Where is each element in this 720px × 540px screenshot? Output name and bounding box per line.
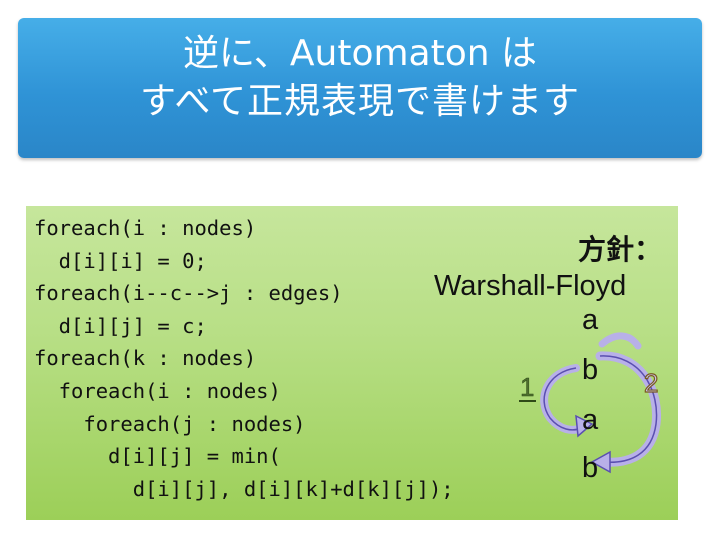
- code-line: d[i][j] = c;: [34, 313, 207, 338]
- code-block: foreach(i : nodes) d[i][i] = 0; foreach(i…: [34, 212, 454, 505]
- curved-arrow-inner: [540, 364, 586, 434]
- step-number-2: 2: [644, 368, 658, 398]
- node-label-b-top: b: [582, 354, 599, 386]
- content-panel: foreach(i : nodes) d[i][i] = 0; foreach(i…: [26, 206, 678, 520]
- node-label-b-bottom: b: [582, 452, 599, 484]
- title-band: 逆に、Automaton は すべて正規表現で書けます: [18, 18, 702, 158]
- curved-arrow-top: [598, 332, 642, 350]
- policy-label: 方針：: [578, 233, 663, 266]
- code-line: foreach(i : nodes): [34, 216, 257, 240]
- code-line: d[i][j] = min(: [34, 444, 281, 469]
- code-line: foreach(i--c-->j : edges): [34, 281, 343, 306]
- slide-title-line-1: 逆に、Automaton は: [182, 33, 538, 74]
- method-label: Warshall-Floyd: [434, 270, 627, 302]
- code-line: d[i][i] = 0;: [34, 248, 207, 273]
- curved-arrow-outer: [595, 351, 662, 467]
- code-line: foreach(i : nodes): [34, 378, 281, 403]
- code-line: d[i][j], d[i][k]+d[k][j]);: [34, 476, 454, 501]
- curved-arrow-outer-outline: [599, 355, 658, 463]
- slide-title-line-2: すべて正規表現で書けます: [139, 81, 581, 122]
- node-label-a-bottom: a: [582, 404, 599, 436]
- code-line: foreach(j : nodes): [34, 411, 306, 436]
- code-line: foreach(k : nodes): [34, 346, 257, 371]
- curved-arrow-inner-outline: [543, 367, 583, 431]
- step-number-1: 1: [520, 372, 534, 402]
- node-label-a-top: a: [582, 304, 599, 336]
